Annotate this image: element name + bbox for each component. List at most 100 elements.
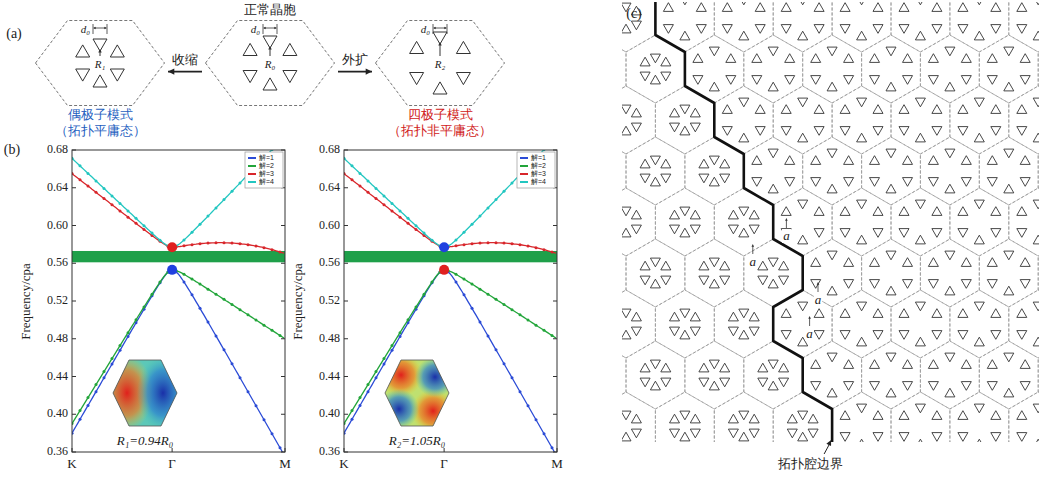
triangle-hole <box>739 411 749 420</box>
band-marker <box>511 181 514 184</box>
triangle-hole <box>699 378 709 387</box>
band-marker <box>223 198 226 201</box>
triangle-hole <box>690 312 700 321</box>
triangle-hole <box>680 105 690 114</box>
triangle-hole <box>903 54 913 63</box>
triangle-hole <box>870 178 880 187</box>
triangle-hole <box>857 98 867 107</box>
triangle-hole <box>987 258 997 267</box>
band-marker <box>111 194 114 197</box>
stroke <box>447 24 448 34</box>
legend-box <box>245 152 283 188</box>
band-marker <box>135 222 138 225</box>
triangle-hole <box>110 69 124 81</box>
stroke <box>752 246 753 254</box>
band-marker <box>519 313 522 316</box>
hexagon-cell <box>862 35 921 103</box>
triangle-hole <box>622 432 631 441</box>
band-marker <box>527 404 530 407</box>
band-marker <box>255 404 258 407</box>
triangle-hole <box>899 25 909 34</box>
triangle-hole <box>699 276 709 285</box>
triangle-hole <box>1033 302 1039 311</box>
triangle-hole <box>991 25 1001 34</box>
triangle-hole <box>768 279 778 288</box>
triangle-hole <box>811 178 821 187</box>
triangle-hole <box>781 207 791 216</box>
band-marker <box>543 432 546 435</box>
triangle-hole <box>915 337 925 346</box>
band-marker <box>503 190 506 193</box>
band-marker <box>471 223 474 226</box>
triangle-hole <box>1017 105 1027 114</box>
stroke <box>553 263 557 264</box>
triangle-hole <box>787 429 797 438</box>
triangle-hole <box>899 309 909 318</box>
triangle-hole <box>670 123 680 132</box>
band-marker <box>263 246 266 249</box>
hexagon-cell <box>714 392 773 442</box>
triangle-hole <box>961 76 971 85</box>
band-marker <box>279 250 282 253</box>
tick-label: 0.44 <box>47 370 68 384</box>
hexagon-cell <box>773 2 832 52</box>
stroke <box>415 357 455 397</box>
triangle-hole <box>283 43 297 55</box>
triangle-hole <box>622 309 631 318</box>
band-marker <box>271 248 274 251</box>
band-marker <box>519 243 522 246</box>
triangle-hole <box>650 75 660 84</box>
hexagon-cell <box>832 392 891 442</box>
triangle-hole <box>720 261 730 270</box>
band-marker <box>519 390 522 393</box>
triangle-hole <box>928 360 938 369</box>
triangle-hole <box>844 258 854 267</box>
band-marker <box>207 321 210 324</box>
band-marker <box>87 172 90 175</box>
label: (b) <box>4 142 20 158</box>
triangle-hole <box>873 331 883 340</box>
triangle-hole <box>699 174 709 183</box>
triangle-hole <box>811 360 821 369</box>
hexagon-cell <box>920 239 979 307</box>
boundary-label: 拓扑腔边界 <box>778 457 843 472</box>
triangle-hole <box>631 429 641 438</box>
triangle-hole <box>709 82 719 91</box>
band-marker <box>495 298 498 301</box>
triangle-hole <box>1017 411 1027 420</box>
triangle-hole <box>690 429 700 438</box>
triangle-hole <box>873 411 883 420</box>
triangle-hole <box>903 156 913 165</box>
triangle-hole <box>932 25 942 34</box>
band-marker <box>375 370 378 373</box>
triangle-hole <box>709 381 719 390</box>
band-marker <box>383 363 386 366</box>
tick-label: 0.68 <box>47 143 68 157</box>
triangle-hole <box>243 43 257 55</box>
triangle-hole <box>1020 360 1030 369</box>
stroke <box>264 28 276 29</box>
hexagon-cell <box>891 392 950 442</box>
triangle-hole <box>283 71 297 83</box>
band-marker <box>239 376 242 379</box>
stroke <box>72 376 76 377</box>
band-marker <box>87 185 90 188</box>
triangle-hole <box>720 159 730 168</box>
triangle-hole <box>798 235 808 244</box>
hexagon-cell <box>832 2 891 52</box>
stroke <box>553 225 557 226</box>
stroke <box>557 448 558 452</box>
band-marker <box>503 242 506 245</box>
stroke <box>93 24 94 34</box>
axis-title: Frequency/cpa <box>19 263 34 340</box>
hexagon-cell <box>950 188 1009 256</box>
band-marker <box>455 280 458 283</box>
triangle-hole <box>840 25 850 34</box>
triangle-hole <box>720 363 730 372</box>
band-line <box>344 150 556 247</box>
band-marker <box>375 376 378 379</box>
band-marker <box>111 363 114 366</box>
triangle-hole <box>1033 200 1039 209</box>
triangle-hole <box>886 286 896 295</box>
arrow-connector <box>168 69 202 75</box>
